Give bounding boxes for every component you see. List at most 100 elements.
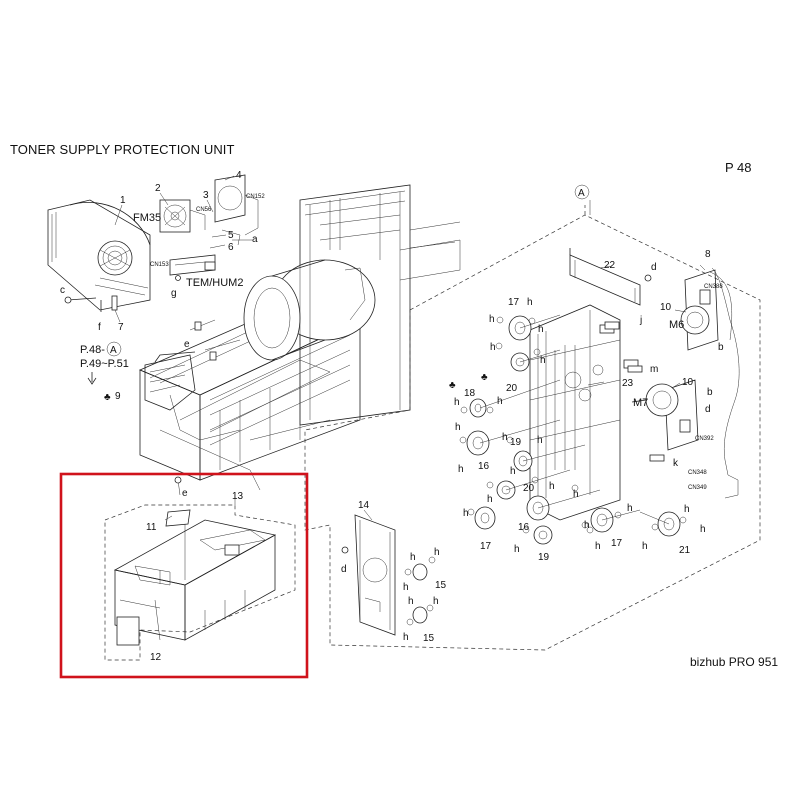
fan-bracket-assembly <box>47 199 151 323</box>
callout-labels: 1 2 FM35 3 CN56 4 CN152 a 5 CN153 6 TEM/… <box>60 170 724 663</box>
bracket-22 <box>569 248 652 306</box>
callout-11: 11 <box>146 522 157 533</box>
callout-1: 1 <box>120 195 126 206</box>
label-m6: M6 <box>669 319 684 331</box>
callout-h-26: h <box>403 582 409 593</box>
callout-13: 13 <box>232 491 244 502</box>
callout-h-13: h <box>487 494 493 505</box>
callout-6: 6 <box>228 242 234 253</box>
callout-h-3: h <box>538 324 544 335</box>
callout-h-9: h <box>502 432 508 443</box>
callout-10b: 10 <box>682 377 694 388</box>
drive-plate-assembly <box>529 304 639 521</box>
fan-fm35 <box>159 199 206 233</box>
label-fm35: FM35 <box>133 212 161 224</box>
callout-h-7: h <box>497 396 503 407</box>
club-mark-1: ♣ <box>449 380 456 391</box>
callout-b-mid: b <box>707 387 713 398</box>
callout-4: 4 <box>236 170 242 181</box>
callout-h-15: h <box>573 489 579 500</box>
motor-m7 <box>631 379 699 451</box>
callout-h-8: h <box>455 422 461 433</box>
callout-h-17: h <box>584 520 590 531</box>
callout-19b: 19 <box>538 552 550 563</box>
callout-16a: 16 <box>478 461 490 472</box>
callout-h-14: h <box>549 481 555 492</box>
detail-13-boundary <box>104 504 296 661</box>
callout-15a: 15 <box>435 580 447 591</box>
filter-plate <box>214 174 259 246</box>
callout-h-12: h <box>510 466 516 477</box>
callout-h-20: h <box>700 524 706 535</box>
callout-h-21: h <box>514 544 520 555</box>
callout-23: 23 <box>622 378 634 389</box>
callout-h-6: h <box>454 397 460 408</box>
callout-h-18: h <box>627 503 633 514</box>
callout-h-11: h <box>458 464 464 475</box>
label-cn392: CN392 <box>695 436 714 442</box>
page-number: P 48 <box>725 160 752 175</box>
callout-22: 22 <box>604 260 616 271</box>
callout-10a: 10 <box>660 302 672 313</box>
callout-21: 21 <box>679 545 691 556</box>
callout-h-23: h <box>642 541 648 552</box>
callout-g: g <box>171 288 177 299</box>
callout-c: c <box>60 285 65 296</box>
connector-parts <box>604 321 665 462</box>
label-cn56: CN56 <box>196 207 212 213</box>
label-cn388: CN388 <box>704 284 723 290</box>
highlight-frame <box>59 472 309 679</box>
main-frame-assembly <box>138 184 461 491</box>
callout-h-29: h <box>403 632 409 643</box>
ref-p48: P.48- <box>80 344 105 356</box>
side-plate-14 <box>341 514 396 636</box>
callout-d-right: d <box>705 404 711 415</box>
detail-a-marker: A <box>578 188 585 199</box>
callout-20a: 20 <box>506 383 518 394</box>
callout-h-16: h <box>463 508 469 519</box>
callout-d-top: d <box>651 262 657 273</box>
callout-12: 12 <box>150 652 162 663</box>
callout-7: 7 <box>118 322 124 333</box>
label-cn348: CN348 <box>688 470 707 476</box>
callout-h-10: h <box>537 435 543 446</box>
callout-19a: 19 <box>510 437 522 448</box>
gear-set <box>412 315 681 624</box>
club-mark-2: ♣ <box>481 372 488 383</box>
callout-f: f <box>98 322 101 333</box>
callout-j: j <box>639 315 642 326</box>
sensor-tem-hum2 <box>169 254 216 281</box>
page-title: TONER SUPPLY PROTECTION UNIT <box>10 142 235 157</box>
detail-a-boundary <box>304 214 761 651</box>
retaining-rings <box>404 316 687 626</box>
leader-lines <box>114 175 706 521</box>
ref-circle-a: A <box>110 345 117 356</box>
label-m7: M7 <box>633 397 648 409</box>
callout-b-top: b <box>718 342 724 353</box>
label-tem-hum2: TEM/HUM2 <box>186 277 243 289</box>
ref-p49: P.49~P.51 <box>80 358 129 370</box>
callout-8: 8 <box>705 249 711 260</box>
callout-h-27: h <box>408 596 414 607</box>
callout-2: 2 <box>155 183 161 194</box>
callout-17c: 17 <box>611 538 623 549</box>
label-cn152: CN152 <box>246 194 265 200</box>
callout-h-2: h <box>489 314 495 325</box>
callout-20b: 20 <box>523 483 535 494</box>
callout-a-letter: a <box>252 234 258 245</box>
club-mark-9: ♣ <box>104 392 111 403</box>
callout-h-25: h <box>434 547 440 558</box>
callout-14: 14 <box>358 500 370 511</box>
callout-18: 18 <box>464 388 476 399</box>
callout-9: 9 <box>115 391 121 402</box>
callout-h-1: h <box>527 297 533 308</box>
callout-h-19: h <box>684 504 690 515</box>
label-cn153: CN153 <box>150 262 169 268</box>
callout-k: k <box>673 458 679 469</box>
down-arrow-icon <box>87 372 97 385</box>
harness-8 <box>711 267 740 499</box>
callout-h-28: h <box>433 596 439 607</box>
callout-e-top: e <box>184 339 190 350</box>
